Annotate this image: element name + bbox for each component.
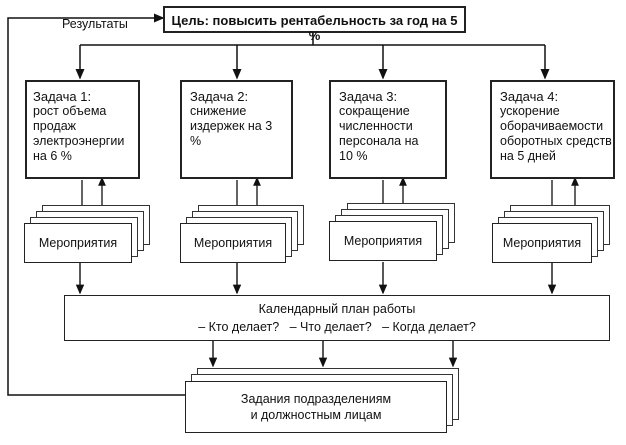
goal-text: Цель: повысить рентабельность за год на …	[171, 13, 458, 43]
goal-box: Цель: повысить рентабельность за год на …	[163, 6, 466, 43]
task-2-text: снижение издержек на 3 %	[190, 104, 273, 148]
task-3-heading: Задача 3:	[339, 89, 398, 104]
measures-box-2: Мероприятия	[180, 223, 286, 263]
measures-3-label: Мероприятия	[343, 234, 423, 248]
plan-questions: – Кто делает? – Что делает? – Когда дела…	[198, 320, 476, 334]
assignments-line2: и должностным лицам	[250, 408, 382, 422]
feedback-line	[7, 13, 185, 396]
measures-2-label: Мероприятия	[193, 236, 273, 250]
task-4-heading: Задача 4:	[500, 89, 559, 104]
measures-box-4: Мероприятия	[492, 223, 592, 263]
task-box-4: Задача 4: ускорение оборачиваемости обор…	[490, 80, 615, 179]
plan-title: Календарный план работы	[258, 302, 416, 316]
task-4-text: ускорение оборачиваемости оборотных сред…	[500, 104, 612, 163]
task-box-1: Задача 1: рост объема продаж электроэнер…	[25, 80, 140, 179]
measures-4-label: Мероприятия	[502, 236, 582, 250]
measures-1-label: Мероприятия	[38, 236, 118, 250]
assignments-line1: Задания подразделениям	[240, 392, 392, 406]
task-2-heading: Задача 2:	[190, 89, 249, 104]
task-1-heading: Задача 1:	[33, 89, 92, 104]
assignments-box: Задания подразделениям и должностным лиц…	[185, 381, 447, 433]
task-box-2: Задача 2: снижение издержек на 3 %	[180, 80, 293, 179]
measures-box-3: Мероприятия	[329, 221, 437, 261]
results-label: Результаты	[62, 17, 128, 31]
plan-box: Календарный план работы – Кто делает? – …	[64, 295, 610, 341]
task-box-3: Задача 3: сокращение численности персона…	[329, 80, 447, 179]
task-1-text: рост объема продаж электроэнергии на 6 %	[33, 104, 125, 163]
measures-box-1: Мероприятия	[24, 223, 132, 263]
task-3-text: сокращение численности персонала на 10 %	[339, 104, 419, 163]
